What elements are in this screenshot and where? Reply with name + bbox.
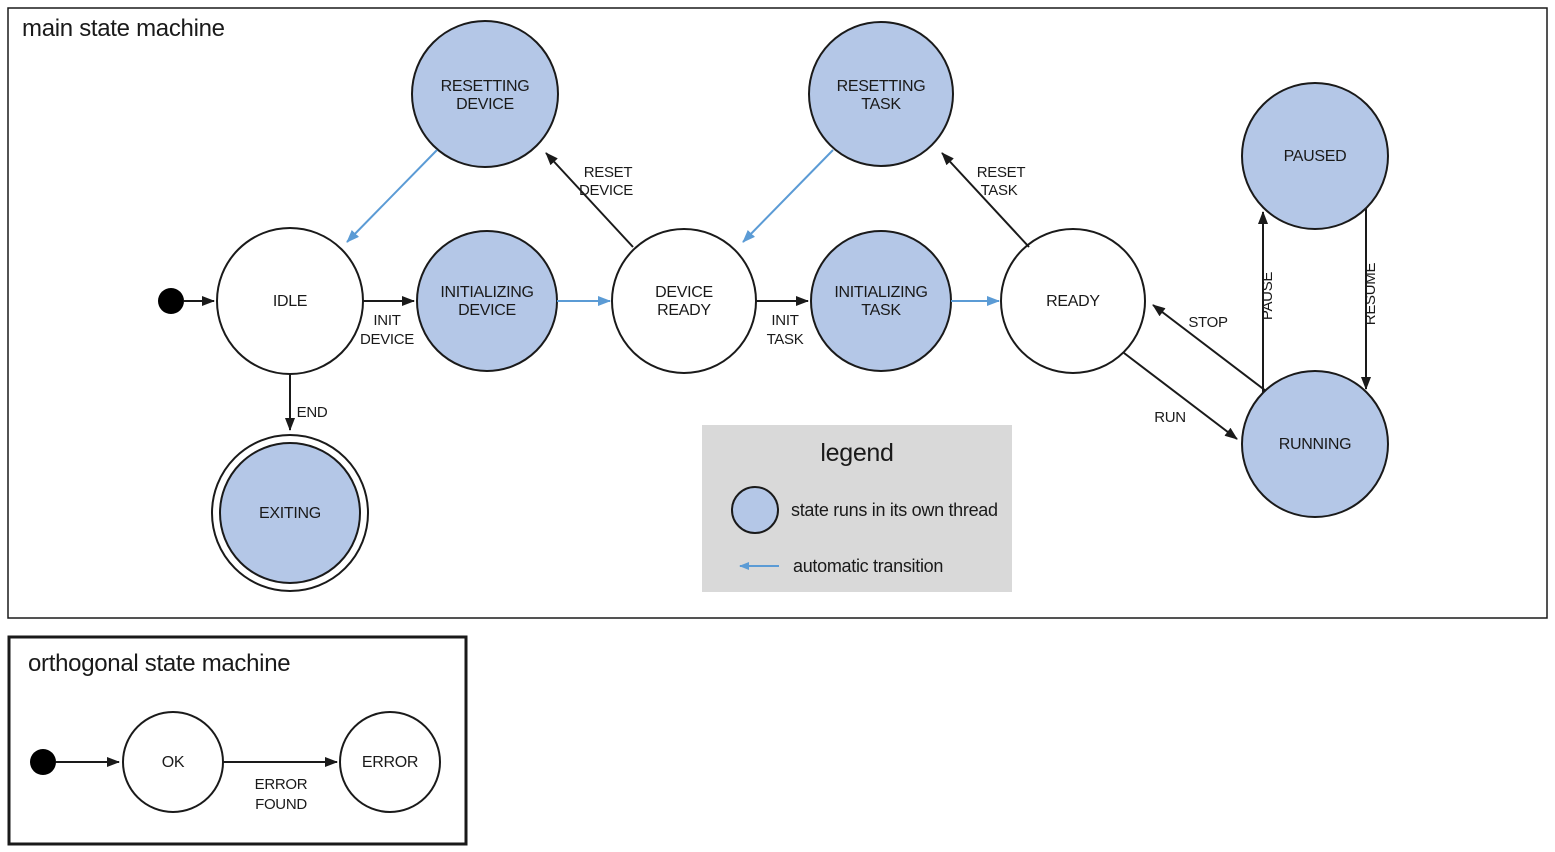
state-error-label: ERROR: [362, 754, 418, 771]
state-running-label: RUNNING: [1279, 436, 1352, 453]
transition-reset-task-label-line2: TASK: [981, 182, 1018, 199]
orthogonal-initial-state-dot: [30, 749, 56, 775]
state-ready-label: READY: [1046, 293, 1100, 310]
main-panel-title: main state machine: [22, 15, 225, 42]
transition-stop-label: STOP: [1188, 314, 1228, 331]
transition-run-line: [1123, 352, 1238, 440]
state-initializing-task-label-line1: INITIALIZING: [834, 284, 927, 301]
state-resetting-task-label-line2: TASK: [861, 96, 901, 113]
initial-state-dot: [158, 288, 184, 314]
transition-reset-device-line: [545, 152, 634, 248]
state-initializing-device-label-line1: INITIALIZING: [440, 284, 533, 301]
state-exiting-label: EXITING: [259, 505, 321, 522]
state-paused: [1241, 82, 1389, 230]
state-initializing-device: [416, 230, 558, 372]
transition-reset-device-label-line2: DEVICE: [579, 182, 633, 199]
transition-auto-resetting-task-to-device-ready: [742, 149, 834, 243]
transition-reset-device-label-line1: RESET: [584, 164, 633, 181]
state-error: [339, 711, 441, 813]
transition-pause-label: PAUSE: [1259, 272, 1276, 321]
state-ready: [1000, 228, 1146, 374]
transition-reset-task-line: [941, 152, 1030, 248]
state-device-ready-label-line1: DEVICE: [655, 284, 713, 301]
transition-end-label: END: [297, 404, 328, 421]
state-resetting-device-label-line2: DEVICE: [456, 96, 514, 113]
state-paused-label: PAUSED: [1284, 148, 1347, 165]
orthogonal-panel-title: orthogonal state machine: [28, 650, 290, 677]
transition-init-task-label-line1: INIT: [771, 312, 798, 329]
state-initializing-task-label-line2: TASK: [861, 302, 901, 319]
transition-resume-label: RESUME: [1362, 263, 1379, 326]
state-idle-label: IDLE: [273, 293, 307, 310]
transition-stop-line: [1152, 304, 1267, 392]
legend-auto-transition-label: automatic transition: [793, 556, 943, 576]
state-resetting-task-label-line1: RESETTING: [837, 78, 926, 95]
state-initializing-device-label-line2: DEVICE: [458, 302, 516, 319]
orthogonal-transition-error-found-label-line1: ERROR: [255, 776, 308, 793]
legend-thread-state-swatch: [731, 486, 779, 534]
state-resetting-device-label-line1: RESETTING: [441, 78, 530, 95]
transition-init-device-label-line2: DEVICE: [360, 331, 414, 348]
orthogonal-transition-error-found-label-line2: FOUND: [255, 796, 307, 813]
state-device-ready: [611, 228, 757, 374]
transition-init-task-label-line2: TASK: [767, 331, 804, 348]
transition-reset-task-label-line1: RESET: [977, 164, 1026, 181]
legend-title: legend: [820, 439, 893, 467]
state-initializing-task: [810, 230, 952, 372]
transition-init-device-label-line1: INIT: [373, 312, 400, 329]
legend-thread-state-label: state runs in its own thread: [791, 500, 998, 520]
state-exiting: [219, 442, 361, 584]
transition-auto-resetting-device-to-idle: [346, 149, 438, 243]
state-resetting-device: [411, 20, 559, 168]
state-ok-label: OK: [162, 754, 185, 771]
transition-run-label: RUN: [1154, 409, 1186, 426]
state-running: [1241, 370, 1389, 518]
state-device-ready-label-line2: READY: [657, 302, 711, 319]
state-resetting-task: [808, 21, 954, 167]
